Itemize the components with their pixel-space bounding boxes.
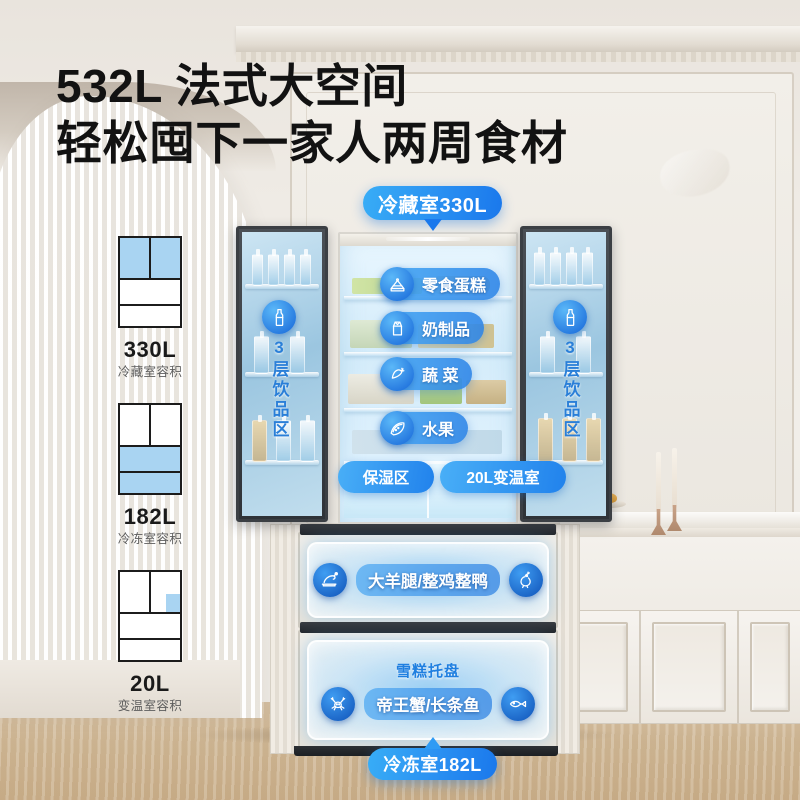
capacity-item-variable: 20L 变温室容积 [72,570,228,715]
countertop-lip [560,528,800,537]
fridge-schematic-fridge [118,236,182,328]
door-label-right: 3层饮品区 [553,300,587,440]
door-glass-left [242,232,322,516]
capacity-item-freezer: 182L 冷冻室容积 [72,403,228,548]
crisper-pill-humidity: 保湿区 [338,461,434,493]
fridge-schematic-freezer [118,403,182,495]
interior-pill-vegetables: 蔬 菜 [380,357,473,391]
lamb-leg-icon [312,563,347,597]
cabinet-door [738,610,800,724]
watermelon-icon [380,411,414,445]
interior-led [385,237,471,241]
drawer-text: 大羊腿/整鸡整鸭 [355,564,501,596]
pill-text: 蔬 菜 [422,368,459,385]
bottle-icon [262,300,296,334]
capacity-item-fridge: 330L 冷藏室容积 [72,236,228,381]
capacity-label: 变温室容积 [117,699,183,713]
left-baseboard [0,660,240,718]
door-label-left-text: 3层饮品区 [269,338,289,440]
freezer-drawer-upper: 大羊腿/整鸡整鸭 [298,524,558,628]
cabinet-door [640,610,738,724]
door-label-left: 3层饮品区 [262,300,296,440]
capacity-label: 冷冻室容积 [117,532,183,546]
candle [656,452,661,512]
drawer-text: 帝王蟹/长条鱼 [364,687,492,720]
door-glass-right [526,232,606,516]
carrot-icon [380,357,414,391]
candle [672,448,677,508]
bottle-icon [553,300,587,334]
headline: 532L 法式大空间 轻松囤下一家人两周食材 [56,58,568,172]
cabinet-door [560,610,640,724]
drawer-handle [300,524,556,535]
cornice-dentil [236,52,800,62]
capacity-diagram-list: 330L 冷藏室容积 182L 冷冻室容积 20L 变温室容积 [72,236,228,737]
drawer-handle [300,622,556,633]
interior-pill-dairy: 奶制品 [380,311,485,345]
capacity-value: 20L [130,671,170,696]
pill-text: 水果 [422,422,455,439]
badge-bottom-text: 冷冻室182L [383,755,482,775]
badge-freezer-capacity: 冷冻室182L [368,737,497,780]
crab-icon [321,686,356,721]
interior-pill-fruit: 水果 [380,411,469,445]
fridge-side-left [270,524,302,754]
headline-line-1: 532L 法式大空间 [56,60,408,112]
capacity-label: 冷藏室容积 [117,365,183,379]
ceiling-cornice [236,26,800,52]
badge-pointer [423,737,442,749]
capacity-value: 182L [123,504,177,529]
capacity-value: 330L [123,337,177,362]
milk-carton-icon [380,311,414,345]
drawer-caption: 雪糕托盘 [395,662,460,680]
fridge-door-left [236,226,328,522]
fish-icon [500,686,535,721]
crisper-pill-variable: 20L变温室 [440,461,566,493]
interior-pill-snacks: 零食蛋糕 [380,267,501,301]
door-label-right-text: 3层饮品区 [560,338,580,440]
cake-icon [380,267,414,301]
fridge-schematic-variable [118,570,182,662]
freezer-drawer-lower: 雪糕托盘 帝王蟹/长条鱼 [298,622,558,750]
badge-pointer [423,219,442,231]
badge-fridge-capacity: 冷藏室330L [363,186,502,231]
pill-text: 零食蛋糕 [422,278,487,295]
headline-line-2: 轻松囤下一家人两周食材 [56,117,568,169]
badge-top-text: 冷藏室330L [377,194,488,217]
chicken-icon [509,563,544,597]
countertop [560,512,800,528]
pill-text: 保湿区 [362,470,410,487]
pill-text: 20L变温室 [466,470,540,487]
pill-text: 奶制品 [422,322,471,339]
